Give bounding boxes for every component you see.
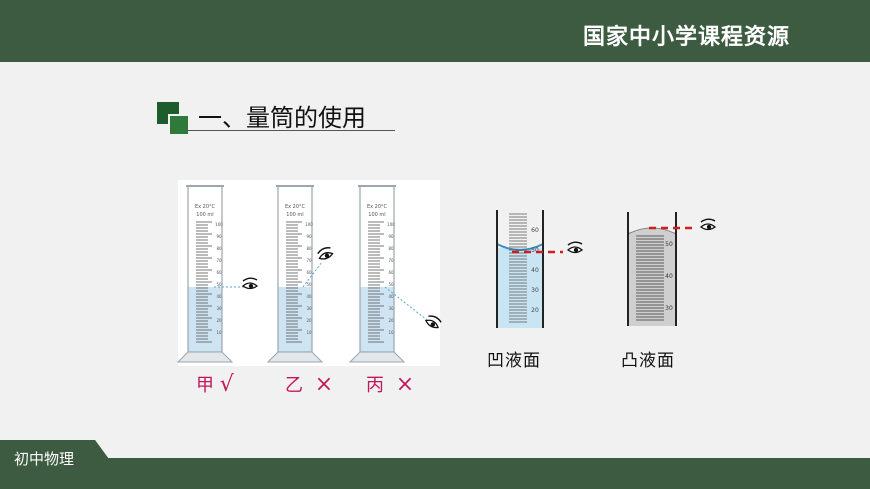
cylinder-tick-label: 80 [216,246,222,251]
cylinder-marking: Ex 20°C [367,204,388,210]
cylinder-tick-label: 90 [306,234,312,239]
cylinder-tick-label: 30 [306,306,312,311]
meniscus-tick-label: 50 [665,241,673,248]
eye-icon-jia [241,277,259,290]
meniscus-tick-label: 40 [531,267,539,274]
cylinder-tick-label: 30 [388,306,394,311]
cylinder-tick-label: 70 [216,258,222,263]
cylinder-tick-label: 70 [388,258,394,263]
eye-icon-bing [425,315,442,329]
cylinder-tick-label: 90 [388,234,394,239]
meniscus-tick-label: 40 [665,273,673,280]
meniscus-tick-label: 30 [665,305,673,312]
cylinder-tick-label: 100 [215,222,223,227]
meniscus-tick-label: 60 [531,227,539,234]
cylinder-tick-label: 30 [216,306,222,311]
cylinder-tick-label: 100 [387,222,395,227]
sight-line-bing [384,286,428,321]
footer-subject: 初中物理 [14,450,75,468]
convex-meniscus-cylinder: 50 40 30 [627,212,696,326]
cylinder-tick-label: 40 [216,294,222,299]
caption-bing: 丙 × [366,371,414,397]
meniscus-tick-label: 20 [531,307,539,314]
cylinder-tick-label: 40 [388,294,394,299]
cylinder-tick-label: 60 [388,270,394,275]
footer-bar [0,458,870,489]
cylinder-tick-label: 50 [216,282,222,287]
caption-jia: 甲 √ [196,371,234,397]
cylinder-tick-label: 20 [306,318,312,323]
cylinder-tick-label: 80 [388,246,394,251]
cylinder-tick-label: 10 [388,330,394,335]
cylinder-tick-label: 100 [305,222,313,227]
caption-jia-mark: √ [219,372,234,397]
cylinder-tick-label: 50 [388,282,394,287]
meniscus-tick-label: 50 [531,247,539,254]
section-bullet-icon [157,102,189,134]
section-title: 一、量筒的使用 [198,104,366,132]
caption-bing-mark: × [395,372,415,397]
cylinder-tick-label: 50 [306,282,312,287]
eye-icon-convex [699,218,717,231]
cylinder-tick-label: 40 [306,294,312,299]
header-bar: 国家中小学课程资源 [0,0,870,62]
cylinder-tick-label: 90 [216,234,222,239]
cylinder-marking: 100 ml [196,212,213,218]
concave-meniscus-label: 凹液面 [487,351,541,371]
cylinder-tick-label: 10 [306,330,312,335]
cylinder-marking: 100 ml [286,212,303,218]
cylinder-tick-label: 20 [388,318,394,323]
sight-line-yi [302,261,323,288]
eye-icon-concave [566,241,584,254]
brand-title: 国家中小学课程资源 [582,25,790,50]
cylinder-tick-label: 80 [306,246,312,251]
cylinder-marking: Ex 20°C [285,204,306,210]
footer-tab [0,440,108,489]
caption-bing-label: 丙 [366,375,384,396]
cylinder-tick-label: 20 [216,318,222,323]
cylinder-tick-label: 60 [306,270,312,275]
eye-icon-yi [317,247,334,260]
meniscus-tick-label: 30 [531,287,539,294]
caption-yi-mark: × [314,372,334,397]
cylinder-marking: Ex 20°C [195,204,216,210]
concave-meniscus-cylinder: 60 50 40 30 20 [496,210,563,328]
caption-jia-label: 甲 [196,375,214,396]
caption-yi-label: 乙 [285,375,303,396]
convex-meniscus-label: 凸液面 [621,351,675,371]
cylinder-tick-label: 10 [216,330,222,335]
title-underline [187,130,395,131]
caption-yi: 乙 × [285,371,333,397]
cylinder-marking: 100 ml [368,212,385,218]
cylinder-tick-label: 70 [306,258,312,263]
cylinder-tick-label: 60 [216,270,222,275]
